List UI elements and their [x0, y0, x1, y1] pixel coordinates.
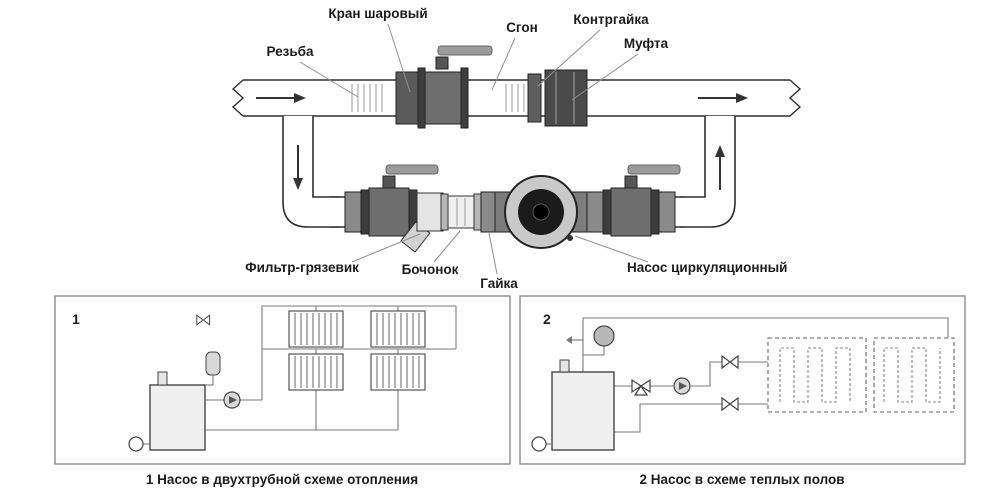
scheme-2-boiler — [531, 359, 615, 452]
floor-loop-2 — [873, 337, 955, 413]
scheme-2-number: 2 — [543, 311, 551, 327]
safety-valve-icon — [566, 336, 572, 344]
label-thread: Резьба — [266, 44, 314, 59]
ball-valve-top — [417, 45, 493, 129]
locknut-fitting — [527, 73, 542, 123]
valve-stem — [624, 175, 638, 189]
label-ball-valve: Кран шаровый — [328, 6, 427, 21]
union-fitting-top — [395, 71, 419, 125]
scheme-1-number: 1 — [72, 311, 80, 327]
scheme-2-caption: 2 Насос в схеме теплых полов — [639, 472, 844, 487]
radiator — [370, 353, 426, 391]
flow-arrow-right — [698, 93, 748, 103]
flow-arrow-up — [715, 145, 725, 190]
coupling-fitting — [544, 69, 588, 127]
ball-valve-left — [360, 164, 439, 237]
label-filter: Фильтр-грязевик — [245, 260, 359, 275]
label-nut: Гайка — [480, 276, 518, 291]
scheme-2-pump — [673, 377, 691, 395]
ball-valve-right — [602, 164, 681, 237]
union-nut-left — [344, 191, 362, 233]
scheme-2-three-way-valve — [631, 378, 651, 396]
valve-handle — [437, 45, 493, 56]
radiator — [288, 310, 344, 348]
valve-stem — [382, 175, 396, 189]
scheme-1-caption: 1 Насос в двухтрубной схеме отопления — [146, 472, 418, 487]
floor-loop-1 — [767, 337, 867, 413]
pipe-break-left — [231, 79, 245, 117]
bypass-right-elbow — [680, 116, 736, 228]
pump-bolt — [567, 235, 573, 241]
thread-ticks — [351, 84, 525, 112]
label-locknut: Контргайка — [573, 12, 649, 27]
label-coupling: Муфта — [624, 36, 669, 51]
radiator — [288, 353, 344, 391]
valve-handle — [385, 164, 439, 175]
valve-stem — [435, 56, 449, 70]
label-pump: Насос циркуляционный — [627, 260, 787, 275]
burner-icon — [128, 436, 144, 452]
label-sgon: Сгон — [506, 20, 538, 35]
flow-arrow-down — [293, 145, 303, 190]
circulation-pump — [494, 175, 588, 249]
radiator — [370, 310, 426, 348]
scheme-2: 2 — [519, 295, 966, 465]
scheme-1-pump — [223, 391, 241, 409]
nut-fitting — [480, 191, 496, 233]
barrel-fitting — [440, 193, 482, 231]
main-pipe-assembly: Кран шаровый Сгон Контргайка Муфта Резьб… — [231, 6, 802, 291]
label-barrel: Бочонок — [402, 262, 459, 277]
scheme-2-expansion-tank — [593, 325, 615, 347]
dirt-filter — [400, 192, 444, 253]
scheme-1-frame — [54, 295, 511, 465]
union-nut-right-2 — [658, 191, 676, 233]
valve-handle — [627, 164, 681, 175]
scheme-2-piping — [566, 317, 949, 433]
scheme-1-boiler — [128, 371, 206, 452]
leader-lines — [299, 23, 649, 275]
pipe-break-right — [788, 79, 802, 117]
scheme-1-expansion-tank — [205, 351, 221, 386]
bypass-left-elbow — [282, 116, 340, 228]
union-nut-right — [586, 191, 604, 233]
flow-arrow-left — [256, 93, 306, 103]
burner-icon — [531, 436, 547, 452]
scheme-1: 1 — [54, 295, 511, 465]
